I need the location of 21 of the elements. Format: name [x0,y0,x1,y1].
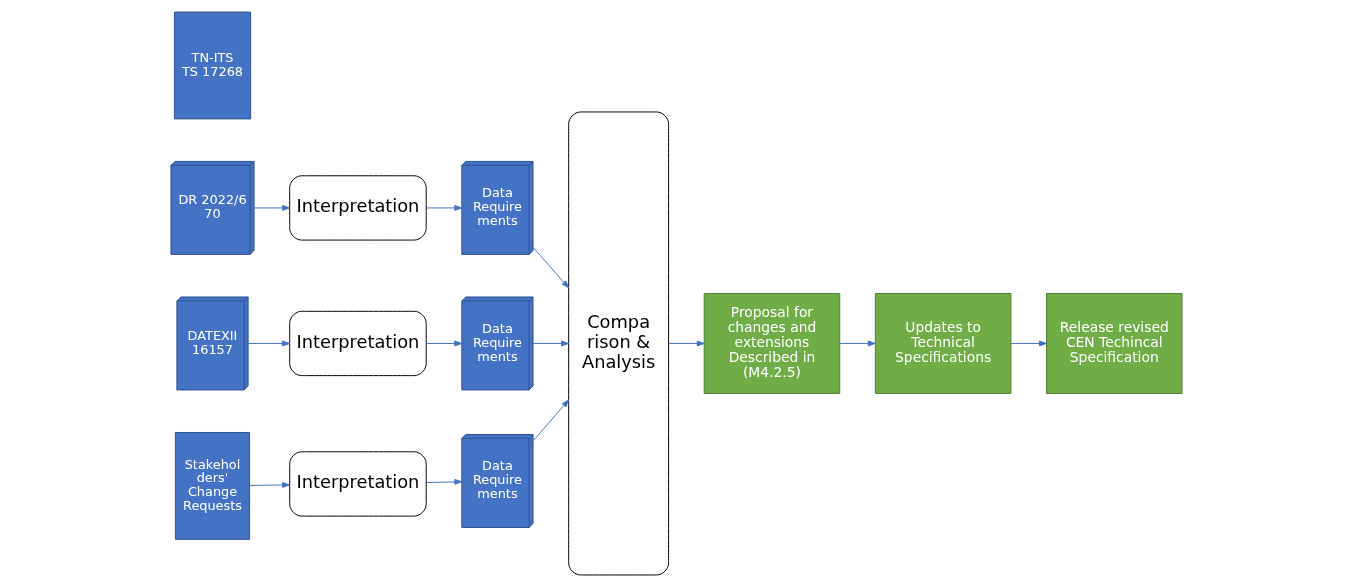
node-box: Interpretation [288,175,427,241]
node-box: Release revised CEN Techincal Specification [1045,293,1183,394]
node-box: Stakehol ders' Change Requests [174,432,250,540]
node-box: Proposal for changes and extensions Described in (M4.2.5) [703,293,840,394]
arrow [1009,340,1047,347]
arrow [838,340,876,347]
arrow [425,340,462,347]
arrow [532,247,569,289]
node-box: Interpretation [288,451,427,517]
node-box: Interpretation [288,310,427,377]
arrow [532,340,569,347]
arrow [667,340,705,347]
arrow [247,340,290,347]
arrow [248,482,290,488]
arrow [253,205,290,211]
node-box: Compa rison & Analysis [567,111,669,576]
arrow [425,205,462,211]
node-box: TN-ITS TS 17268 [173,11,251,120]
arrow [532,399,569,442]
node-box: Updates to Technical Specifications [874,293,1011,394]
arrow [425,478,462,485]
